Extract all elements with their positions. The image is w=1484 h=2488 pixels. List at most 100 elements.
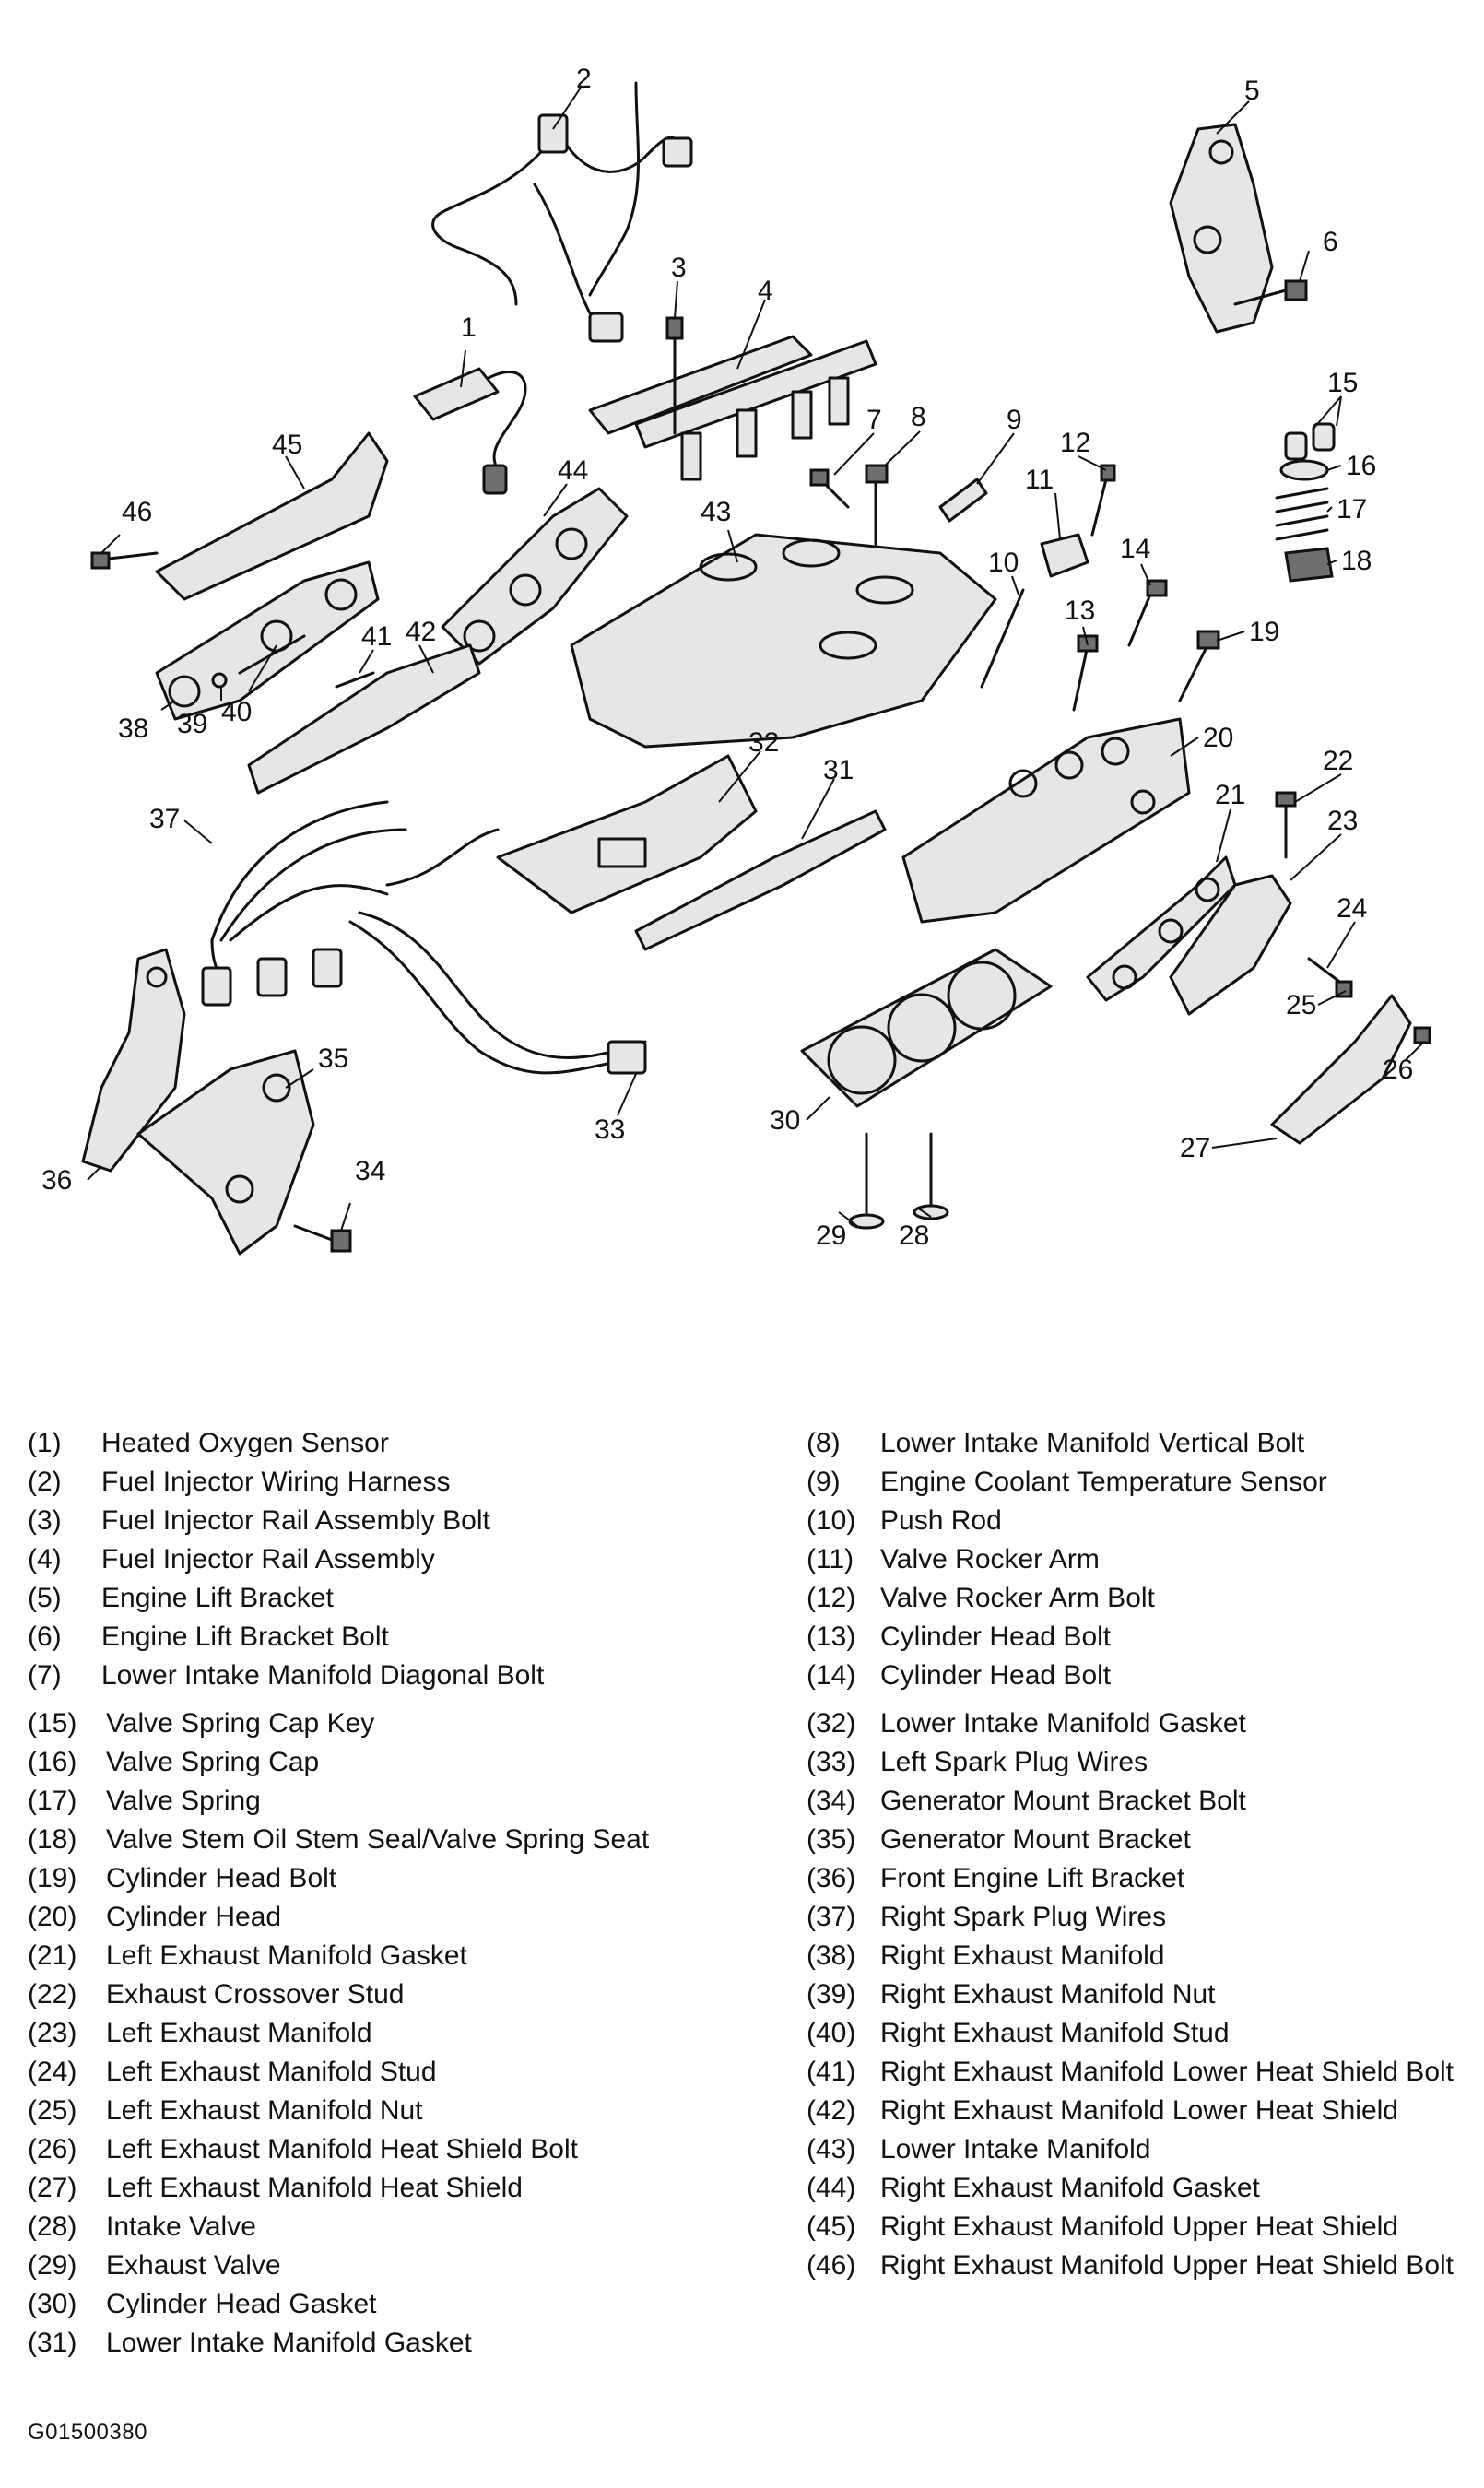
- legend-num: (39): [807, 1979, 856, 2010]
- legend-label: Generator Mount Bracket: [880, 1824, 1191, 1855]
- legend-row: (12) Valve Rocker Arm Bolt: [807, 1579, 1470, 1618]
- cylinder-head-bolts: [1072, 579, 1220, 712]
- callout-21: 21: [1215, 780, 1245, 810]
- legend-row: (30)Cylinder Head Gasket: [28, 2285, 765, 2324]
- legend-label: Front Engine Lift Bracket: [880, 1863, 1185, 1893]
- legend-row: (8)Lower Intake Manifold Vertical Bolt: [807, 1424, 1470, 1463]
- right-exhaust-upper-heat-shield: [155, 431, 389, 601]
- legend-label: Valve Spring Cap: [106, 1747, 320, 1777]
- legend-label: Engine Lift Bracket Bolt: [101, 1621, 389, 1652]
- legend-label: Exhaust Crossover Stud: [106, 1979, 405, 2010]
- legend-label: Push Rod: [880, 1505, 1002, 1536]
- legend-label: Right Spark Plug Wires: [880, 1902, 1167, 1932]
- left-exhaust-hardware: [1169, 791, 1353, 1016]
- legend-label: Valve Stem Oil Stem Seal/Valve Spring Se…: [106, 1824, 650, 1855]
- callout-labels: 1 2 3 4 5 6 7 8 9 10 11 12 13 14 15 16 1…: [41, 64, 1413, 1251]
- legend-label: Cylinder Head: [106, 1902, 282, 1932]
- lower-intake-manifold: [570, 533, 997, 749]
- callout-34: 34: [355, 1156, 385, 1186]
- legend-num: (30): [28, 2289, 77, 2319]
- legend-row: (32)Lower Intake Manifold Gasket: [807, 1704, 1470, 1743]
- legend-num: (10): [807, 1505, 856, 1536]
- callout-22: 22: [1323, 746, 1353, 776]
- legend-row: (46)Right Exhaust Manifold Upper Heat Sh…: [807, 2246, 1470, 2285]
- callout-31: 31: [823, 755, 854, 785]
- legend-label: Fuel Injector Rail Assembly Bolt: [101, 1505, 490, 1536]
- callout-26: 26: [1383, 1055, 1413, 1085]
- legend-num: (24): [28, 2057, 77, 2087]
- legend-row: (26)Left Exhaust Manifold Heat Shield Bo…: [28, 2130, 765, 2169]
- engine-lift-bracket: [1169, 123, 1274, 334]
- callout-3: 3: [671, 253, 687, 283]
- legend-label: Exhaust Valve: [106, 2250, 281, 2281]
- callout-25: 25: [1286, 990, 1316, 1020]
- legend-spacer: [807, 1695, 1470, 1704]
- legend-num: (1): [28, 1428, 62, 1458]
- legend-row: (25)Left Exhaust Manifold Nut: [28, 2092, 765, 2130]
- legend-label: Cylinder Head Bolt: [106, 1863, 337, 1893]
- legend-label: Lower Intake Manifold Vertical Bolt: [880, 1428, 1305, 1458]
- legend-row: (45)Right Exhaust Manifold Upper Heat Sh…: [807, 2208, 1470, 2246]
- legend-row: (17)Valve Spring: [28, 1782, 765, 1821]
- legend-num: (36): [807, 1863, 856, 1893]
- callout-45: 45: [272, 430, 302, 460]
- legend-num: (4): [28, 1544, 62, 1574]
- legend-num: (45): [807, 2211, 856, 2242]
- legend-label: Lower Intake Manifold Gasket: [880, 1708, 1246, 1739]
- legend-label: Intake Valve: [106, 2211, 256, 2242]
- legend-num: (23): [28, 2018, 77, 2048]
- legend-row: (14)Cylinder Head Bolt: [807, 1657, 1470, 1695]
- left-spark-plug-wires: [348, 828, 647, 1075]
- legend-label: Cylinder Head Bolt: [880, 1621, 1112, 1652]
- legend-row: (34) Generator Mount Bracket Bolt: [807, 1782, 1470, 1821]
- legend-num: (22): [28, 1979, 77, 2010]
- legend-row: (42)Right Exhaust Manifold Lower Heat Sh…: [807, 2092, 1470, 2130]
- legend-row: (39)Right Exhaust Manifold Nut: [807, 1975, 1470, 2014]
- legend-row: (6)Engine Lift Bracket Bolt: [28, 1618, 765, 1657]
- legend-num: (43): [807, 2134, 856, 2164]
- left-exhaust-manifold-gasket: [1086, 855, 1237, 1002]
- callout-4: 4: [758, 276, 773, 306]
- legend-spacer: [28, 1695, 765, 1704]
- legend-row: (3)Fuel Injector Rail Assembly Bolt: [28, 1502, 765, 1540]
- callout-12: 12: [1060, 428, 1090, 458]
- figure-code: G01500380: [28, 2420, 147, 2445]
- legend-row: (40)Right Exhaust Manifold Stud: [807, 2014, 1470, 2053]
- legend-row: (15)Valve Spring Cap Key: [28, 1704, 765, 1743]
- legend-label: Generator Mount Bracket Bolt: [880, 1786, 1246, 1816]
- legend-label: Right Exhaust Manifold: [880, 1940, 1165, 1971]
- legend-num: (18): [28, 1824, 77, 1855]
- callout-18: 18: [1341, 546, 1372, 576]
- intake-bolts: [809, 464, 988, 546]
- callout-33: 33: [595, 1114, 625, 1145]
- legend-label: Heated Oxygen Sensor: [101, 1428, 389, 1458]
- legend-num: (46): [807, 2250, 856, 2281]
- legend-row: (7)Lower Intake Manifold Diagonal Bolt: [28, 1657, 765, 1695]
- legend-row: (33)Left Spark Plug Wires: [807, 1743, 1470, 1782]
- legend-row: (20)Cylinder Head: [28, 1898, 765, 1937]
- legend-label: Valve Rocker Arm Bolt: [880, 1583, 1155, 1613]
- legend-num: (28): [28, 2211, 77, 2242]
- legend-num: (12): [807, 1583, 856, 1613]
- legend-num: (25): [28, 2095, 77, 2126]
- right-exhaust-lower-heat-shield: [247, 643, 481, 795]
- legend-row: (38)Right Exhaust Manifold: [807, 1937, 1470, 1975]
- cylinder-head-gasket: [800, 948, 1053, 1108]
- legend-label: Lower Intake Manifold Gasket: [106, 2328, 472, 2358]
- legend-row: (41)Right Exhaust Manifold Lower Heat Sh…: [807, 2053, 1470, 2092]
- callout-11: 11: [1025, 465, 1054, 495]
- upper-heat-shield-bolt: [90, 551, 159, 570]
- callout-28: 28: [899, 1220, 929, 1251]
- callout-23: 23: [1327, 806, 1358, 836]
- callout-41: 41: [361, 621, 392, 652]
- callout-1: 1: [461, 312, 477, 343]
- legend-label: Engine Lift Bracket: [101, 1583, 334, 1613]
- front-engine-lift-bracket: [81, 948, 186, 1173]
- legend-num: (34): [807, 1786, 856, 1816]
- legend-row: (4)Fuel Injector Rail Assembly: [28, 1540, 765, 1579]
- exploded-engine-diagram: 1 2 3 4 5 6 7 8 9 10 11 12 13 14 15 16 1…: [41, 64, 1431, 1256]
- callout-10: 10: [988, 548, 1019, 578]
- legend-label: Fuel Injector Wiring Harness: [101, 1467, 451, 1497]
- callout-43: 43: [701, 497, 731, 527]
- callout-14: 14: [1120, 534, 1150, 564]
